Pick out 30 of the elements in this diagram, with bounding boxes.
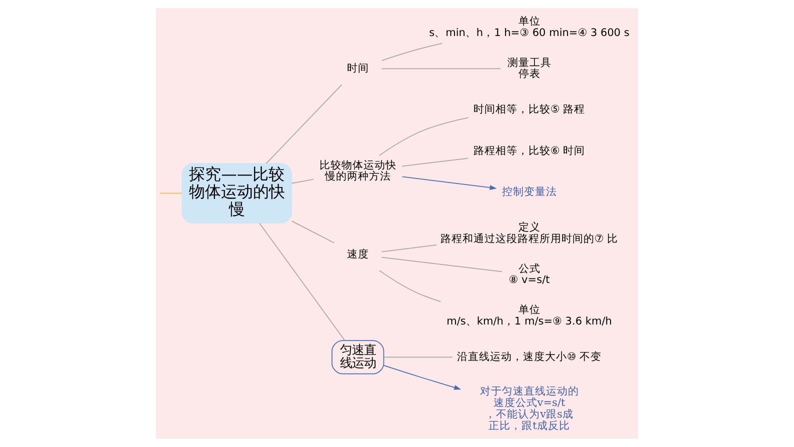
connector [379,270,442,302]
arrow [383,365,462,390]
connector [266,84,342,164]
node-box: 匀速直线运动 [332,340,384,374]
connector [381,42,443,61]
node-text: 比较物体运动快慢的两种方法 [319,159,396,183]
node-text: 沿直线运动，速度大小⑩ 不变 [456,350,602,363]
node-text: 定义 路程和通过这段路程所用时间的⑦ 比 [440,222,618,245]
connector [381,244,437,252]
connector [379,117,469,156]
node-text: 时间 [346,62,369,74]
connector [383,356,453,358]
node-text: 时间相等，比较⑤ 路程 [473,104,586,116]
connector [160,192,182,194]
node-text: 单位 m/s、km/h，1 m/s=⑨ 3.6 km/h [446,304,612,328]
node-text: 路程相等，比较⑥ 时间 [473,144,586,157]
connector [291,178,314,184]
arrow [402,176,497,190]
connector [381,256,502,272]
node-text: 公式 ⑧ v=s/t [508,262,550,286]
connector [259,222,346,341]
node-text: 测量工具 停表 [507,56,552,80]
node-box: 探究——比较物体运动的快慢 [182,163,292,224]
node-text: 单位 s、min、h，1 h=③ 60 min=④ 3 600 s [429,16,630,39]
connector [291,220,335,244]
node-text: 对于匀速直线运动的速度公式v=s/t，不能认为v跟s成正比，跟t成反比 [480,386,579,432]
node-text: 速度 [346,248,369,260]
node-text: 控制变量法 [502,186,557,198]
connector [381,68,501,70]
connector [402,158,469,167]
